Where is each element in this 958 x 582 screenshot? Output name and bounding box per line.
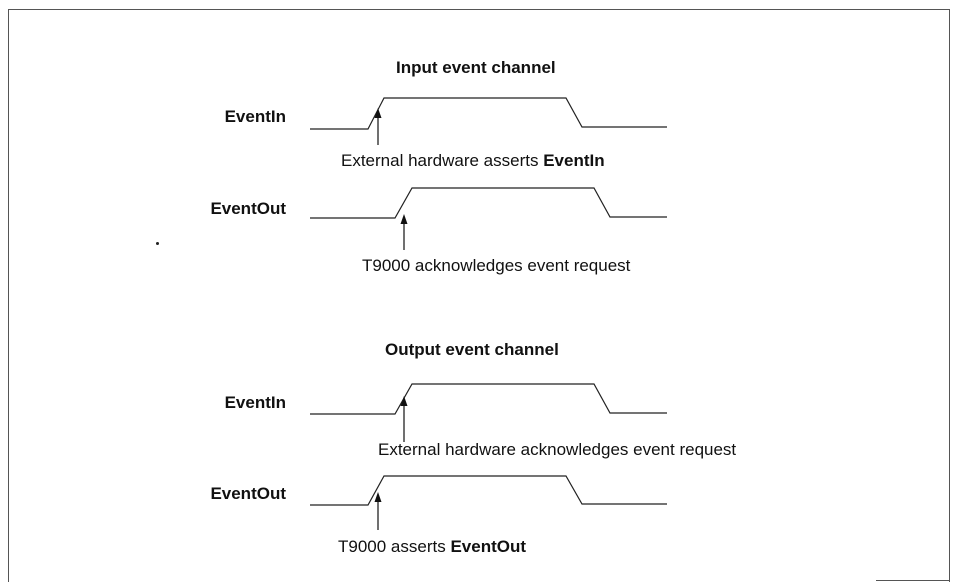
frame-edge xyxy=(876,580,950,581)
input-eventout-label: EventOut xyxy=(210,199,286,218)
input-eventout-arrowhead xyxy=(400,214,408,224)
diagram-frame xyxy=(8,9,950,582)
output-eventout-label: EventOut xyxy=(210,484,286,503)
input-channel-title: Input event channel xyxy=(396,58,556,77)
input-eventout-waveform xyxy=(310,187,667,219)
output-eventin-arrowhead xyxy=(400,396,408,406)
stray-mark xyxy=(156,242,159,245)
output-eventout-waveform xyxy=(310,475,667,506)
input-eventin-arrowhead xyxy=(374,108,382,118)
output-eventout-annotation: T9000 asserts EventOut xyxy=(338,537,527,556)
output-eventin-waveform xyxy=(310,383,667,415)
output-channel-title: Output event channel xyxy=(385,340,559,359)
output-eventin-label: EventIn xyxy=(224,393,286,412)
input-eventin-label: EventIn xyxy=(224,107,286,126)
output-eventin-annotation: External hardware acknowledges event req… xyxy=(378,440,737,459)
input-eventout-annotation: T9000 acknowledges event request xyxy=(362,256,631,275)
input-eventin-waveform xyxy=(310,97,667,130)
input-eventin-annotation: External hardware asserts EventIn xyxy=(341,151,605,170)
output-eventout-arrowhead xyxy=(374,492,382,502)
